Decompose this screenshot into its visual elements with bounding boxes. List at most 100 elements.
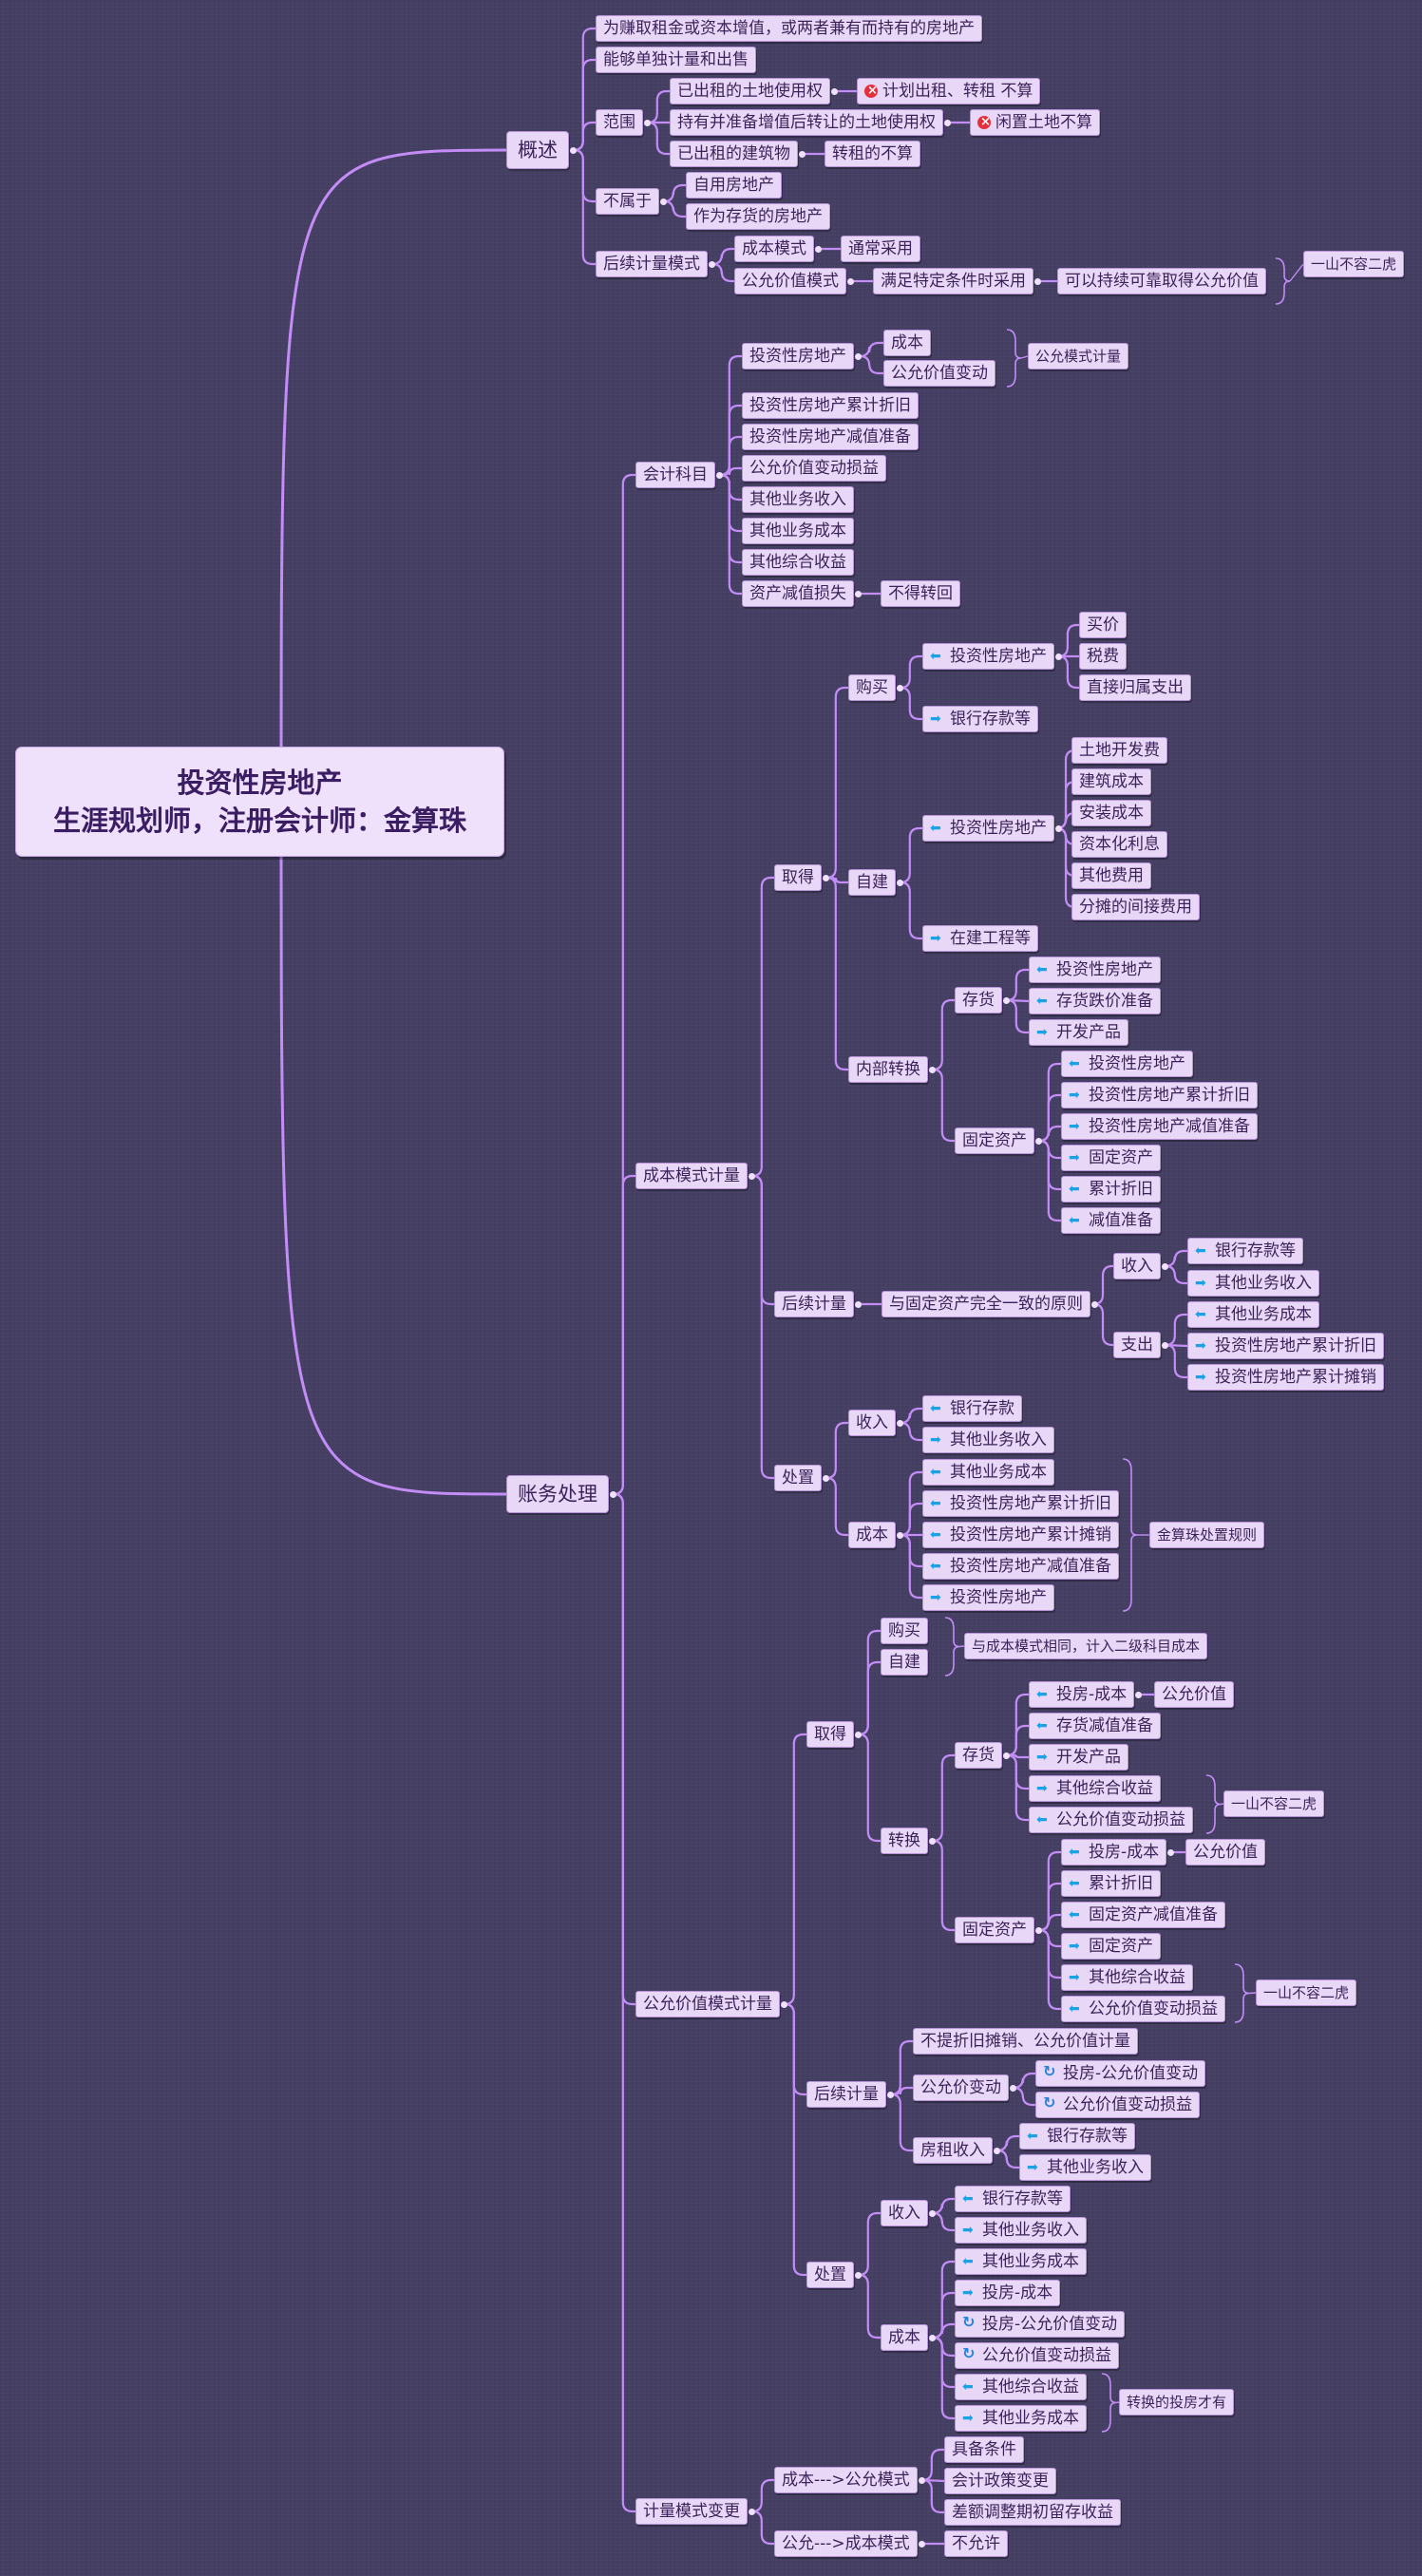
topic-1-2-2-1-3[interactable]: 公允价值变动损益 [955,2341,1119,2369]
topic-1-0-5[interactable]: 其他业务成本 [742,518,854,544]
topic-1-0-6[interactable]: 其他综合收益 [742,549,854,576]
topic-1-2-0-2-0-1[interactable]: 存货减值准备 [1029,1713,1161,1739]
topic-1-3-1[interactable]: 公允--->成本模式 [774,2530,918,2557]
topic-1-1-0-2-0[interactable]: 存货 [955,987,1002,1013]
topic-1-3[interactable]: 计量模式变更 [635,2498,748,2525]
topic-0-2-2[interactable]: 已出租的建筑物 [670,141,798,167]
topic-1-1-0-1-0-1[interactable]: 建筑成本 [1071,768,1151,795]
topic-1-1-0-2-0-0[interactable]: 投资性房地产 [1029,957,1161,983]
topic-1-0-3[interactable]: 公允价值变动损益 [742,455,886,482]
topic-1-1-0-1-0[interactable]: 投资性房地产 [922,815,1054,842]
topic-1-2-2-1-2[interactable]: 投房-公允价值变动 [955,2310,1126,2338]
summary-note[interactable]: 一山不容二虎 [1256,1979,1357,2006]
topic-1-2-2-0-0[interactable]: 银行存款等 [955,2186,1071,2212]
topic-0-0[interactable]: 为赚取租金或资本增值，或两者兼有而持有的房地产 [596,15,982,42]
topic-1-3-0-1[interactable]: 会计政策变更 [944,2468,1056,2494]
topic-1-2-1-2[interactable]: 房租收入 [913,2137,993,2164]
topic-1-1-0-2-0-1[interactable]: 存货跌价准备 [1029,988,1161,1014]
topic-1-2-1-1-0[interactable]: 投房-公允价值变动 [1035,2059,1206,2087]
topic-1-1-0-1[interactable]: 自建 [848,869,896,896]
topic-1-1-0[interactable]: 取得 [774,864,822,891]
topic-1-2-1-1-1[interactable]: 公允价值变动损益 [1035,2091,1200,2118]
topic-1-2-0-2-1-5[interactable]: 公允价值变动损益 [1061,1996,1225,2022]
topic-0-4-1-0-0[interactable]: 可以持续可靠取得公允价值 [1057,268,1266,294]
topic-1-2-1-1[interactable]: 公允价变动 [913,2074,1009,2101]
topic-0-2[interactable]: 范围 [596,109,643,136]
topic-1-1-2-1[interactable]: 成本 [848,1522,896,1548]
topic-1-1-2-1-1[interactable]: 投资性房地产累计折旧 [922,1490,1119,1517]
topic-1-2-2-1[interactable]: 成本 [881,2324,928,2351]
topic-1-2-0-2-1-0[interactable]: 投房-成本 [1061,1839,1167,1866]
topic-0-2-0-0[interactable]: 计划出租、转租 不算 [857,78,1041,104]
topic-1-0-1[interactable]: 投资性房地产累计折旧 [742,392,919,419]
topic-1-1-2[interactable]: 处置 [774,1465,822,1491]
root-topic[interactable]: 投资性房地产 生涯规划师，注册会计师：金算珠 [15,747,504,857]
topic-1-2-0-2-0-2[interactable]: 开发产品 [1029,1744,1128,1771]
topic-1-1-1-0-1-2[interactable]: 投资性房地产累计摊销 [1187,1364,1384,1391]
topic-0-3-1[interactable]: 作为存货的房地产 [686,203,830,230]
topic-1-1-0-2-1-2[interactable]: 投资性房地产减值准备 [1061,1113,1258,1140]
topic-1-1-0-0-1[interactable]: 银行存款等 [922,706,1038,732]
topic-1-1-0-2-1-4[interactable]: 累计折旧 [1061,1176,1161,1203]
topic-1-1-0-2-0-2[interactable]: 开发产品 [1029,1019,1128,1046]
topic-1-1-2-0-1[interactable]: 其他业务收入 [922,1427,1054,1453]
topic-1-1-1[interactable]: 后续计量 [774,1291,854,1317]
summary-note[interactable]: 金算珠处置规则 [1149,1522,1265,1548]
topic-1-2-2-1-4[interactable]: 其他综合收益 [955,2374,1087,2400]
topic-1-1-2-1-3[interactable]: 投资性房地产减值准备 [922,1553,1119,1580]
topic-1-2-0-2-1[interactable]: 固定资产 [955,1917,1034,1943]
topic-1-1-1-0-1[interactable]: 支出 [1113,1332,1161,1358]
topic-1-1-0-2-1-0[interactable]: 投资性房地产 [1061,1051,1193,1077]
topic-1-2-2-1-1[interactable]: 投房-成本 [955,2280,1061,2306]
topic-1-2-0-1[interactable]: 自建 [881,1649,928,1676]
topic-1-3-1-0[interactable]: 不允许 [944,2530,1008,2557]
topic-0-4-0-0[interactable]: 通常采用 [841,236,920,262]
topic-1-2-0-2-1-1[interactable]: 累计折旧 [1061,1870,1161,1897]
topic-1-0-0[interactable]: 投资性房地产 [742,343,854,369]
topic-1-1-2-1-0[interactable]: 其他业务成本 [922,1459,1054,1486]
topic-1-2-1-2-0[interactable]: 银行存款等 [1019,2123,1135,2150]
topic-0-4-0[interactable]: 成本模式 [734,236,814,262]
topic-0-4-1[interactable]: 公允价值模式 [734,268,846,294]
topic-1-1-1-0-1-0[interactable]: 其他业务成本 [1187,1301,1319,1328]
topic-1-2-2[interactable]: 处置 [806,2262,854,2288]
topic-1-2-2-1-0[interactable]: 其他业务成本 [955,2248,1087,2275]
topic-1-2-0-2-1-2[interactable]: 固定资产减值准备 [1061,1902,1225,1928]
topic-1[interactable]: 账务处理 [506,1475,609,1513]
topic-1-1-0-0[interactable]: 购买 [848,674,896,701]
topic-1-1-2-1-2[interactable]: 投资性房地产累计摊销 [922,1522,1119,1548]
topic-1-2-0-2-0-3[interactable]: 其他综合收益 [1029,1775,1161,1802]
topic-1-2-0-2-1-0-0[interactable]: 公允价值 [1185,1839,1265,1866]
topic-0-3-0[interactable]: 自用房地产 [686,172,782,199]
summary-note[interactable]: 公允模式计量 [1028,343,1129,369]
topic-0-2-1-0[interactable]: 闲置土地不算 [970,109,1100,136]
topic-1-2-1-2-1[interactable]: 其他业务收入 [1019,2154,1151,2181]
topic-0-2-2-0[interactable]: 转租的不算 [825,141,920,167]
topic-1-1-1-0-0-0[interactable]: 银行存款等 [1187,1238,1303,1264]
topic-1-2-0-2-0-4[interactable]: 公允价值变动损益 [1029,1807,1193,1833]
topic-1-1-2-1-4[interactable]: 投资性房地产 [922,1584,1054,1611]
topic-1-0-4[interactable]: 其他业务收入 [742,486,854,513]
summary-note[interactable]: 一山不容二虎 [1303,251,1405,277]
topic-1-2-0-2-0[interactable]: 存货 [955,1742,1002,1769]
summary-note[interactable]: 与成本模式相同，计入二级科目成本 [964,1633,1208,1659]
topic-1-0-7[interactable]: 资产减值损失 [742,580,854,607]
topic-0-2-0[interactable]: 已出租的土地使用权 [670,78,830,104]
topic-0-4[interactable]: 后续计量模式 [596,251,708,277]
topic-1-1-2-0[interactable]: 收入 [848,1410,896,1436]
topic-1-2-0-0[interactable]: 购买 [881,1618,928,1644]
topic-1-1-0-0-0-0[interactable]: 买价 [1079,612,1127,638]
topic-1-0-0-0[interactable]: 成本 [883,330,931,356]
topic-0-4-1-0[interactable]: 满足特定条件时采用 [873,268,1033,294]
topic-1-0-2[interactable]: 投资性房地产减值准备 [742,424,919,450]
topic-1-2[interactable]: 公允价值模式计量 [635,1991,780,2017]
topic-1-1-0-0-0-1[interactable]: 税费 [1079,643,1127,670]
topic-1-1-0-2-1-1[interactable]: 投资性房地产累计折旧 [1061,1082,1258,1108]
topic-1-1-0-2-1[interactable]: 固定资产 [955,1127,1034,1154]
topic-1-2-1-0[interactable]: 不提折旧摊销、公允价值计量 [913,2028,1138,2055]
summary-note[interactable]: 一山不容二虎 [1223,1790,1325,1817]
topic-1-0-7-0[interactable]: 不得转回 [881,580,960,607]
topic-1-2-0-2-1-3[interactable]: 固定资产 [1061,1933,1161,1960]
topic-1-1-0-1-0-5[interactable]: 分摊的间接费用 [1071,894,1200,920]
topic-1-1-1-0-0[interactable]: 收入 [1113,1253,1161,1279]
